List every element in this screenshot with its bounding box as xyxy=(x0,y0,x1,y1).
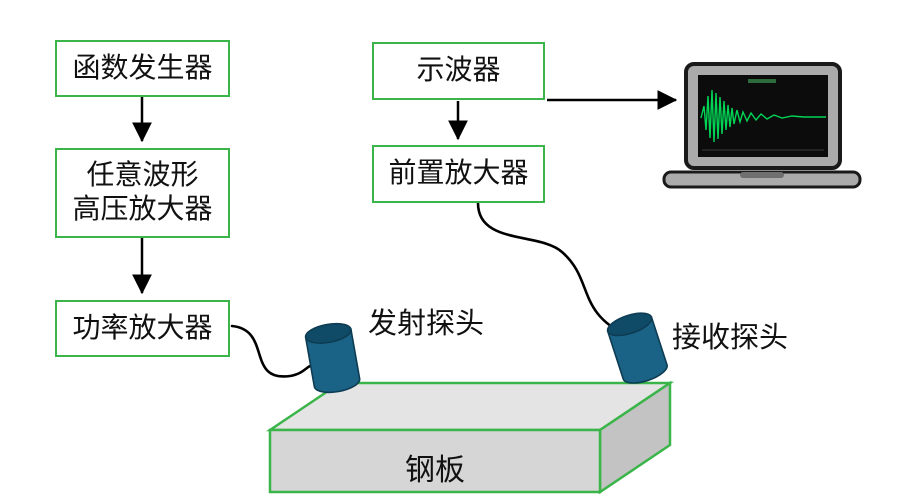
waveform-trace xyxy=(700,89,826,143)
cable-preamplifier-to-receive-probe xyxy=(476,201,630,338)
box-preamplifier: 前置放大器 xyxy=(372,145,545,203)
box-arbitrary-waveform-hv-amplifier: 任意波形 高压放大器 xyxy=(55,148,230,238)
box-oscilloscope-label: 示波器 xyxy=(416,55,501,87)
laptop-hinge-notch xyxy=(740,172,784,178)
steel-plate-label: 钢板 xyxy=(405,454,465,487)
screen-header-mark xyxy=(748,79,776,83)
box-power-amplifier-label: 功率放大器 xyxy=(72,312,213,344)
box-oscilloscope: 示波器 xyxy=(372,42,545,100)
hv-amplifier-label-line1: 任意波形 xyxy=(86,160,199,192)
steel-plate-front-face xyxy=(268,428,602,494)
hv-amplifier-label-line2: 高压放大器 xyxy=(72,194,213,225)
box-function-generator-label: 函数发生器 xyxy=(72,52,213,84)
laptop-icon xyxy=(662,62,862,189)
box-preamplifier-label: 前置放大器 xyxy=(388,158,529,190)
receive-probe-icon xyxy=(606,312,668,384)
receive-probe-label: 接收探头 xyxy=(672,322,789,354)
box-function-generator: 函数发生器 xyxy=(55,40,230,97)
transmit-probe-label: 发射探头 xyxy=(368,308,485,340)
steel-plate-shape xyxy=(265,380,675,495)
transmit-probe-icon xyxy=(304,322,361,394)
box-arbitrary-waveform-hv-amplifier-label: 任意波形 高压放大器 xyxy=(72,159,212,226)
box-power-amplifier: 功率放大器 xyxy=(55,300,230,357)
cable-power-amplifier-to-transmit-probe xyxy=(230,324,324,378)
